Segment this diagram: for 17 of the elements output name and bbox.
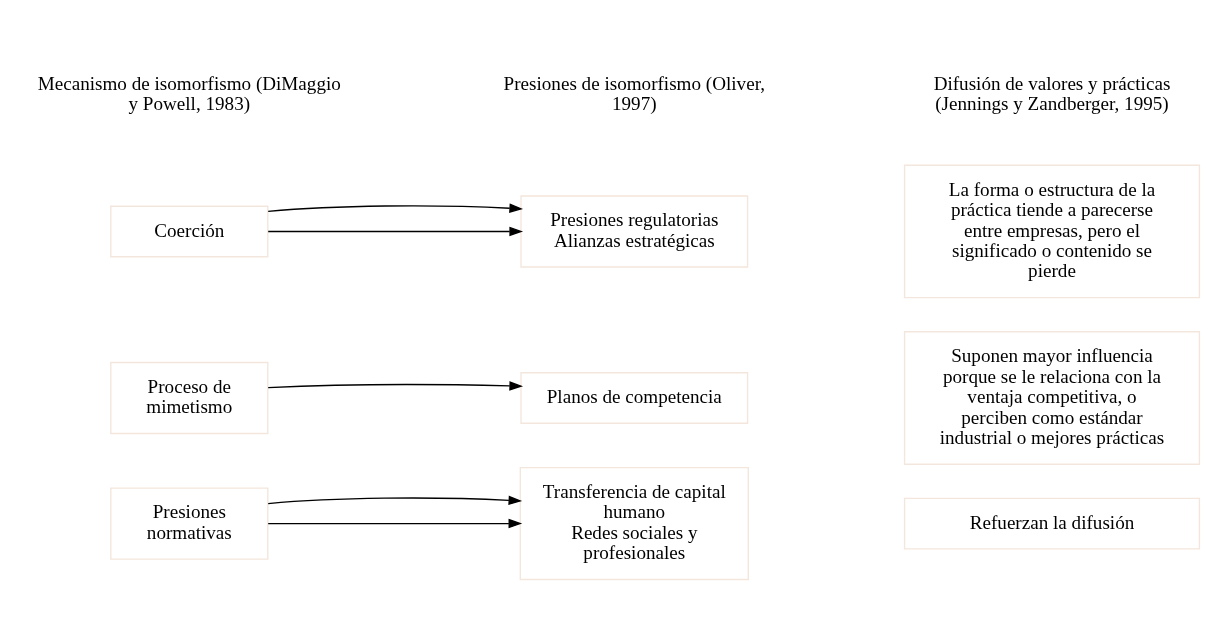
- node-box: Planos de competencia: [520, 372, 749, 424]
- node-box: La forma o estructura de la práctica tiende a parecerse entre empresas, pero el significado o contenido se pierde: [903, 164, 1201, 299]
- arrow: [267, 226, 524, 237]
- node-box: Coerción: [110, 205, 269, 258]
- node-box: Transferencia de capital humano Redes sociales y profesionales: [519, 466, 749, 581]
- node-box: Presiones normativas: [110, 487, 269, 560]
- node-box: Presiones regulatorias Alianzas estratégicas: [520, 195, 749, 268]
- label: Difusión de valores y prácticas (Jennings y Zandberger, 1995): [933, 72, 1171, 115]
- arrow: [267, 203, 524, 213]
- arrow: [267, 518, 523, 529]
- arrow: [267, 381, 524, 391]
- label: Presiones de isomorfismo (Oliver, 1997): [503, 72, 766, 115]
- label: Mecanismo de isomorfismo (DiMaggio y Powell, 1983): [37, 72, 341, 115]
- node-box: Refuerzan la difusión: [903, 497, 1201, 550]
- node-box: Suponen mayor influencia porque se le relaciona con la ventaja competitiva, o perciben como estándar industrial o mejores prácticas: [903, 331, 1201, 465]
- arrow: [267, 495, 523, 506]
- node-box: Proceso de mimetismo: [110, 361, 269, 435]
